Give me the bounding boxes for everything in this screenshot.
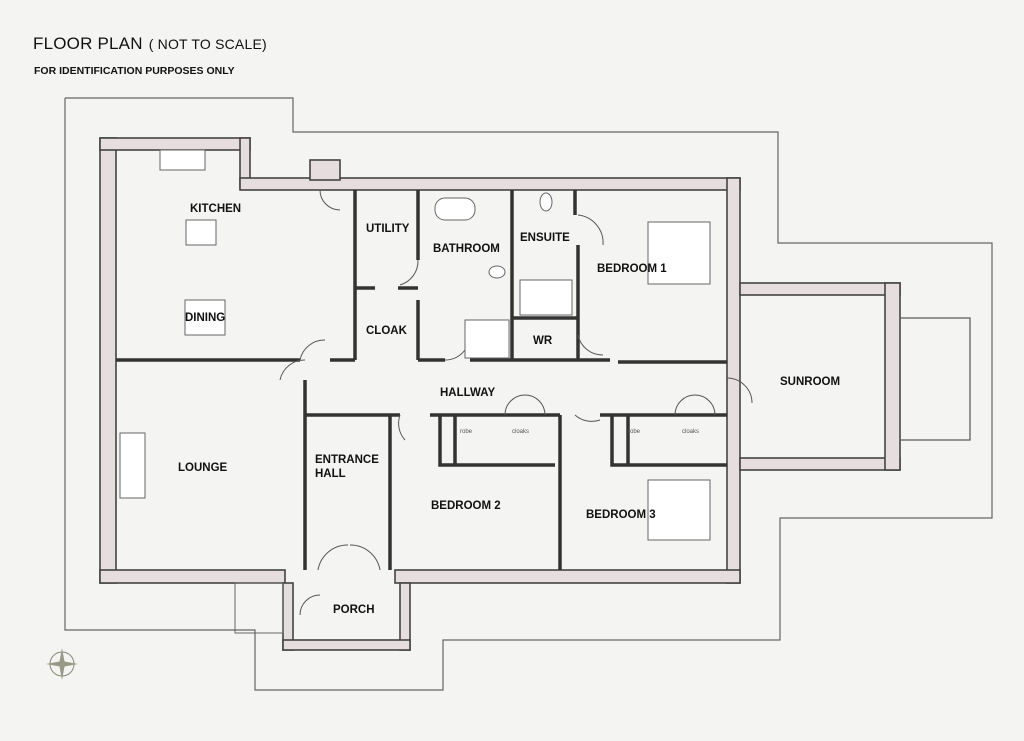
room-label-bathroom: BATHROOM	[433, 243, 500, 255]
dining-table-icon	[184, 299, 226, 336]
outer-walls	[99, 137, 741, 584]
bed-icon-bedroom3	[647, 479, 711, 541]
title-text: FLOOR PLAN	[33, 34, 143, 53]
room-label-bedroom3: BEDROOM 3	[586, 509, 656, 521]
room-label-bedroom1: BEDROOM 1	[597, 263, 667, 275]
closet-label-cloaks-1: cloaks	[512, 429, 529, 435]
porch-structure	[234, 582, 411, 651]
toilet-icon	[539, 192, 553, 212]
title-subtitle: ( NOT TO SCALE)	[148, 36, 267, 52]
room-label-dining: DINING	[185, 312, 225, 324]
bath-icon	[434, 197, 476, 221]
closet-label-robe-2: robe	[628, 429, 641, 435]
closet-label-cloaks-2: cloaks	[682, 429, 699, 435]
room-label-utility: UTILITY	[366, 223, 410, 235]
interior-walls	[116, 190, 727, 570]
fixtures	[46, 149, 711, 680]
compass-icon	[46, 648, 78, 680]
room-label-wr: WR	[533, 335, 553, 347]
room-label-cloak: CLOAK	[366, 325, 408, 337]
room-label-kitchen: KITCHEN	[190, 203, 241, 215]
room-label-sunroom: SUNROOM	[780, 376, 840, 388]
room-label-entrance: ENTRANCE	[315, 454, 379, 466]
ensuite-shower-icon	[519, 279, 573, 316]
closet-label-robe-1: robe	[460, 429, 473, 435]
page-title: FLOOR PLAN ( NOT TO SCALE)	[33, 34, 267, 54]
room-label-hallway: HALLWAY	[440, 387, 495, 399]
doors	[279, 189, 753, 616]
shower-icon	[464, 319, 510, 359]
fireplace-icon	[119, 432, 146, 499]
room-label-lounge: LOUNGE	[178, 462, 228, 474]
identification-note: FOR IDENTIFICATION PURPOSES ONLY	[34, 65, 235, 77]
bed-icon-bedroom1	[647, 221, 711, 285]
room-label-porch: PORCH	[333, 604, 375, 616]
room-label-ensuite: ENSUITE	[520, 232, 570, 244]
site-boundary	[64, 97, 993, 691]
sunroom-structure	[739, 282, 971, 471]
toilet-icon-bathroom	[488, 265, 506, 279]
hob-icon	[185, 219, 217, 246]
room-label-bedroom2: BEDROOM 2	[431, 500, 501, 512]
room-label-hall: HALL	[315, 468, 346, 480]
